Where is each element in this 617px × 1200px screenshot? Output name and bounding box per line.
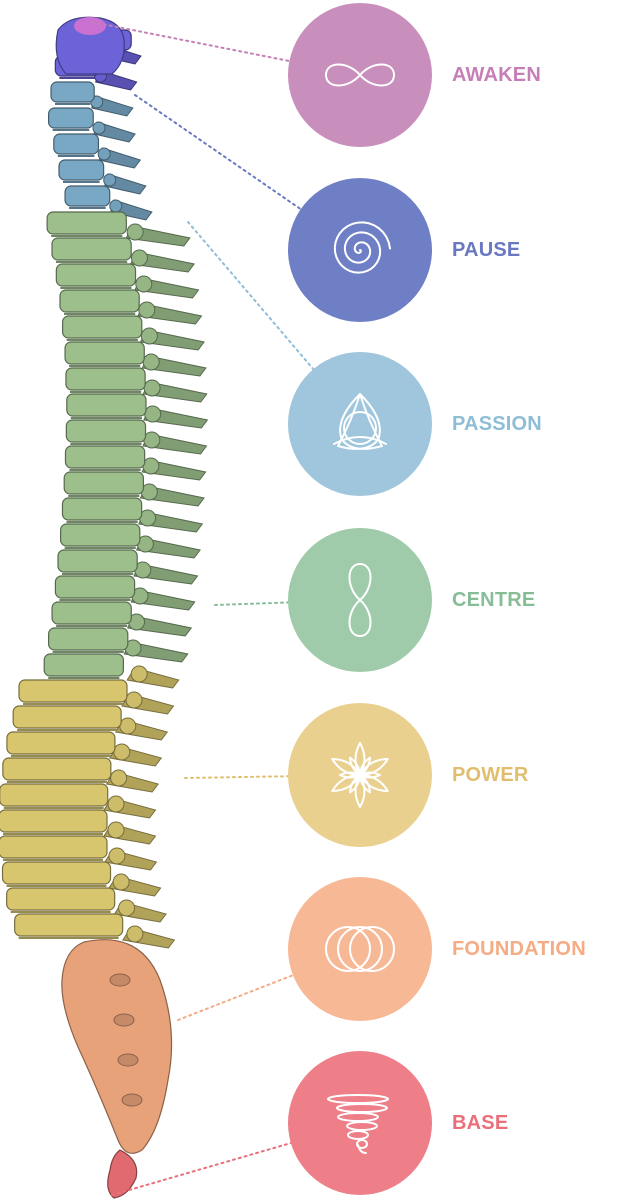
chakra-circle [288, 352, 432, 496]
connector-line [178, 975, 293, 1020]
vertebra [64, 472, 143, 494]
vertebra [49, 108, 94, 128]
vertebra [54, 134, 99, 154]
facet-joint [131, 666, 147, 682]
vertebra [47, 212, 126, 234]
facet-joint [110, 200, 122, 212]
label-pause: PAUSE [452, 235, 520, 265]
vertebra [15, 914, 123, 936]
facet-joint [114, 744, 130, 760]
facet-joint [108, 822, 124, 838]
facet-joint [127, 224, 143, 240]
facet-joint [127, 926, 143, 942]
connector-line [215, 602, 288, 605]
vertebra [56, 264, 135, 286]
vertebra [66, 368, 145, 390]
facet-joint [120, 718, 136, 734]
vertebra [59, 160, 104, 180]
vertebra [67, 394, 146, 416]
vertebra [65, 186, 110, 206]
facet-joint [93, 122, 105, 134]
vertebra [63, 316, 142, 338]
label-foundation: FOUNDATION [452, 934, 586, 964]
facet-joint [143, 458, 159, 474]
facet-joint [104, 174, 116, 186]
facet-joint [136, 276, 152, 292]
facet-joint [126, 692, 142, 708]
facet-joint [113, 874, 129, 890]
vertebra [66, 420, 145, 442]
vertebra [19, 680, 127, 702]
vertebra [49, 628, 128, 650]
vertebra [44, 654, 123, 676]
facet-joint [141, 328, 157, 344]
facet-joint [144, 432, 160, 448]
sacral-foramen [122, 1094, 142, 1106]
vertebra [60, 290, 139, 312]
vertebra [51, 82, 94, 102]
facet-joint [98, 148, 110, 160]
vertebra [58, 550, 137, 572]
label-centre: CENTRE [452, 585, 535, 615]
vertebra [52, 238, 131, 260]
vertebra [0, 810, 107, 832]
label-power: POWER [452, 760, 529, 790]
facet-joint [144, 380, 160, 396]
vertebra [61, 524, 140, 546]
label-awaken: AWAKEN [452, 60, 541, 90]
facet-joint [119, 900, 135, 916]
vertebra [0, 836, 107, 858]
connector-line [185, 776, 288, 778]
atlas-crown [74, 17, 106, 35]
vertebra [55, 576, 134, 598]
vertebra [0, 784, 108, 806]
label-base: BASE [452, 1108, 508, 1138]
label-passion: PASSION [452, 409, 542, 439]
sacral-foramen [118, 1054, 138, 1066]
vertebra [52, 602, 131, 624]
sacrum [62, 940, 172, 1154]
facet-joint [131, 250, 147, 266]
facet-joint [109, 848, 125, 864]
vertebra [7, 732, 115, 754]
chakra-circle [288, 877, 432, 1021]
coccyx [108, 1150, 137, 1198]
vertebra [65, 446, 144, 468]
sacral-foramen [114, 1014, 134, 1026]
vertebra [65, 342, 144, 364]
sacral-foramen [110, 974, 130, 986]
facet-joint [143, 354, 159, 370]
vertebra [7, 888, 115, 910]
facet-joint [145, 406, 161, 422]
chakra-circles [288, 3, 432, 1195]
vertebra [13, 706, 121, 728]
spine-illustration [0, 17, 207, 1198]
vertebra [3, 758, 111, 780]
connector-line [135, 95, 301, 209]
facet-joint [139, 302, 155, 318]
vertebra [62, 498, 141, 520]
vertebra [3, 862, 111, 884]
facet-joint [111, 770, 127, 786]
facet-joint [108, 796, 124, 812]
